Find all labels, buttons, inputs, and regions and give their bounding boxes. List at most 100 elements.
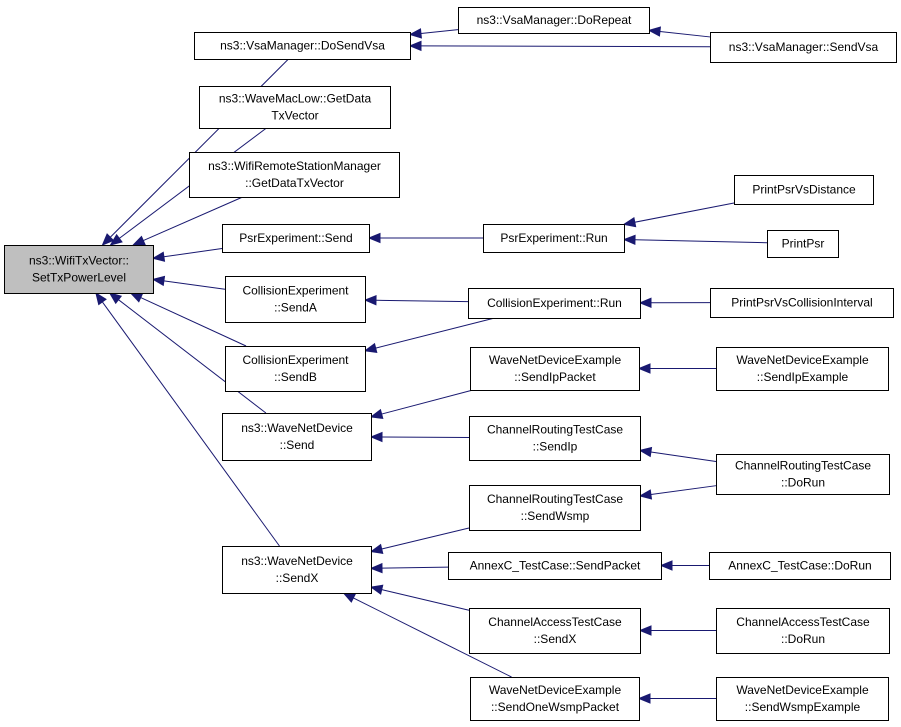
node-printpsr[interactable]: PrintPsr xyxy=(767,230,839,258)
node-maclow[interactable]: ns3::WaveMacLow::GetDataTxVector xyxy=(199,86,391,129)
edge-line xyxy=(109,58,289,238)
node-label-line: ChannelRoutingTestCase xyxy=(487,423,623,437)
node-wndesendwsmp[interactable]: WaveNetDeviceExample::SendOneWsmpPacket xyxy=(470,677,640,721)
edge-remotestation-to-root xyxy=(132,196,243,246)
node-label-line: WaveNetDeviceExample xyxy=(489,353,622,367)
node-label-line: ::DoRun xyxy=(781,632,825,646)
node-dosendvsa[interactable]: ns3::VsaManager::DoSendVsa xyxy=(194,32,411,60)
node-sendvsa[interactable]: ns3::VsaManager::SendVsa xyxy=(710,32,897,63)
node-label-line: ChannelRoutingTestCase xyxy=(487,492,623,506)
arrowhead-icon xyxy=(408,40,422,52)
edge-crsendwsmp-to-wavesendx xyxy=(369,527,470,555)
node-label-line: WaveNetDeviceExample xyxy=(736,353,869,367)
node-label-line: ::GetDataTxVector xyxy=(245,176,344,190)
node-label-line: ChannelRoutingTestCase xyxy=(735,459,871,473)
node-wavesendx[interactable]: ns3::WaveNetDevice::SendX xyxy=(222,546,372,594)
arrowhead-icon xyxy=(622,234,636,246)
node-psrvsdist[interactable]: PrintPsrVsDistance xyxy=(734,175,874,205)
edge-wavesend-to-root xyxy=(108,292,267,414)
node-crsendwsmp[interactable]: ChannelRoutingTestCase::SendWsmp xyxy=(469,485,641,531)
node-box xyxy=(469,608,641,654)
node-label-line: ::SendIp xyxy=(533,440,578,454)
node-box xyxy=(469,485,641,531)
edge-wndesendwsmpex-to-wndesendwsmp xyxy=(637,693,716,704)
arrowhead-icon xyxy=(638,489,653,500)
node-label-line: ::SendA xyxy=(274,301,317,315)
node-box xyxy=(767,230,839,258)
edge-line xyxy=(420,29,459,34)
node-annexsend[interactable]: AnnexC_TestCase::SendPacket xyxy=(448,552,662,580)
arrowhead-icon xyxy=(109,233,123,246)
edge-line xyxy=(381,527,470,550)
edge-wndesendipex-to-wndesendip xyxy=(637,363,716,374)
arrowhead-icon xyxy=(369,431,383,443)
node-label-line: ChannelAccessTestCase xyxy=(488,615,622,629)
node-box xyxy=(716,347,889,391)
arrowhead-icon xyxy=(369,408,384,420)
node-label-line: CollisionExperiment::Run xyxy=(487,296,622,310)
edge-line xyxy=(143,196,243,242)
node-box xyxy=(458,7,650,34)
node-box xyxy=(710,288,894,318)
node-psrsend[interactable]: PsrExperiment::Send xyxy=(222,224,370,253)
node-root[interactable]: ns3::WifiTxVector::SetTxPowerLevel xyxy=(4,245,154,294)
arrowhead-icon xyxy=(151,275,166,287)
node-colrun[interactable]: CollisionExperiment::Run xyxy=(468,288,641,319)
node-remotestation[interactable]: ns3::WifiRemoteStationManager::GetDataTx… xyxy=(189,152,400,198)
edge-line xyxy=(420,45,711,48)
node-label-line: WaveNetDeviceExample xyxy=(489,683,622,697)
node-label-line: PrintPsrVsCollisionInterval xyxy=(731,296,872,310)
node-box xyxy=(448,552,662,580)
node-colsenda[interactable]: CollisionExperiment::SendA xyxy=(225,276,366,323)
edge-line xyxy=(650,485,717,495)
node-crsendip[interactable]: ChannelRoutingTestCase::SendIp xyxy=(469,416,641,461)
edge-dorepeat-to-dosendvsa xyxy=(408,28,459,39)
node-box xyxy=(225,346,366,392)
node-dorepeat[interactable]: ns3::VsaManager::DoRepeat xyxy=(458,7,650,34)
node-crdorun[interactable]: ChannelRoutingTestCase::DoRun xyxy=(716,454,890,495)
node-label-line: ::SendB xyxy=(274,370,317,384)
edge-sendvsa-to-dosendvsa xyxy=(408,40,711,52)
node-cadorun[interactable]: ChannelAccessTestCase::DoRun xyxy=(716,608,890,654)
node-label-line: TxVector xyxy=(271,109,318,123)
edge-crdorun-to-crsendwsmp xyxy=(638,485,717,500)
node-colsendb[interactable]: CollisionExperiment::SendB xyxy=(225,346,366,392)
node-psrrun[interactable]: PsrExperiment::Run xyxy=(483,224,625,253)
edge-line xyxy=(634,202,735,223)
node-box xyxy=(734,175,874,205)
node-box xyxy=(716,608,890,654)
edge-wavesendx-to-root xyxy=(95,291,280,547)
node-box xyxy=(468,288,641,319)
edge-wndesendip-to-wavesend xyxy=(369,389,474,420)
node-box xyxy=(222,546,372,594)
node-psrvscol[interactable]: PrintPsrVsCollisionInterval xyxy=(710,288,894,318)
node-box xyxy=(716,454,890,495)
edge-line xyxy=(659,31,711,38)
node-box xyxy=(4,245,154,294)
edges-layer xyxy=(95,26,768,704)
edge-line xyxy=(375,299,469,303)
node-wavesend[interactable]: ns3::WaveNetDevice::Send xyxy=(222,413,372,461)
node-label-line: PrintPsr xyxy=(782,237,825,251)
edge-psrvscol-to-colrun xyxy=(638,297,711,309)
node-label-line: ::SendWsmpExample xyxy=(745,700,861,714)
node-casendx[interactable]: ChannelAccessTestCase::SendX xyxy=(469,608,641,654)
edge-line xyxy=(101,301,280,547)
node-wndesendip[interactable]: WaveNetDeviceExample::SendIpPacket xyxy=(470,347,640,391)
arrowhead-icon xyxy=(622,216,637,228)
node-wndesendwsmpex[interactable]: WaveNetDeviceExample::SendWsmpExample xyxy=(716,677,889,721)
arrowhead-icon xyxy=(647,26,661,37)
edge-annexsend-to-wavesendx xyxy=(369,562,449,574)
arrowhead-icon xyxy=(638,625,652,636)
node-box xyxy=(483,224,625,253)
edge-annexrun-to-annexsend xyxy=(659,560,709,571)
node-box xyxy=(222,224,370,253)
arrowhead-icon xyxy=(367,232,381,244)
node-label-line: ::SendOneWsmpPacket xyxy=(491,700,620,714)
edge-line xyxy=(163,280,226,290)
node-wndesendipex[interactable]: WaveNetDeviceExample::SendIpExample xyxy=(716,347,889,391)
node-label-line: ChannelAccessTestCase xyxy=(736,615,870,629)
node-annexrun[interactable]: AnnexC_TestCase::DoRun xyxy=(709,552,891,580)
node-label-line: AnnexC_TestCase::SendPacket xyxy=(470,559,641,573)
